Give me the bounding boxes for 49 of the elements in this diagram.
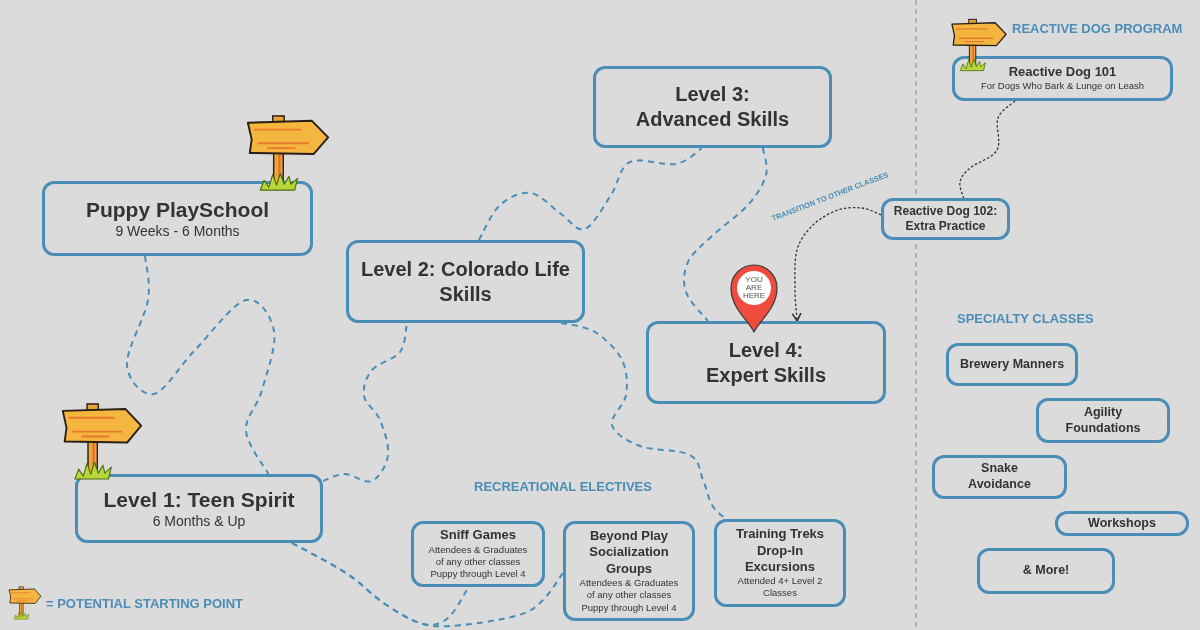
- class-box: [977, 548, 1115, 594]
- class-box: [411, 521, 545, 587]
- pin-label: YOU ARE HERE: [741, 276, 767, 300]
- dashed-trail-line: [560, 322, 727, 520]
- class-detail: For Dogs Who Bark & Lunge on Leash: [980, 80, 1145, 93]
- class-box: [881, 198, 1010, 240]
- section-heading: RECREATIONAL ELECTIVES: [474, 479, 652, 495]
- class-title: Reactive Dog 102: Extra Practice: [892, 204, 999, 234]
- dashed-trail-line: [126, 255, 276, 475]
- class-title: & More!: [1022, 563, 1070, 579]
- class-title: Level 4: Expert Skills: [704, 337, 828, 388]
- class-title: Workshops: [1088, 515, 1156, 532]
- class-box: [75, 474, 323, 543]
- class-title: Sniff Games: [440, 527, 516, 544]
- class-detail: Puppy through Level 4: [430, 568, 526, 581]
- legend-label: = POTENTIAL STARTING POINT: [46, 596, 244, 612]
- class-title: Training Treks Drop-In Excursions: [734, 526, 826, 576]
- class-title: Level 3: Advanced Skills: [634, 82, 791, 132]
- class-box: [714, 519, 846, 607]
- class-detail: Attended 4+ Level 2 Classes: [736, 575, 824, 600]
- class-detail: Attendees & Graduates of any other classes: [427, 543, 529, 569]
- class-box: [932, 455, 1067, 499]
- class-title: Snake Avoidance: [967, 461, 1032, 493]
- class-box: [952, 56, 1173, 101]
- class-box: [946, 343, 1078, 386]
- class-box: [563, 521, 695, 621]
- dashed-trail-line: [477, 147, 703, 241]
- class-box: [646, 321, 886, 404]
- class-box: [1036, 398, 1170, 443]
- class-title: Level 1: Teen Spirit: [103, 486, 295, 513]
- class-title: Agility Foundations: [1064, 404, 1142, 437]
- dashed-trail-line: [683, 147, 768, 322]
- section-heading: REACTIVE DOG PROGRAM: [1012, 21, 1183, 37]
- class-title: Puppy PlaySchool: [85, 196, 270, 223]
- dashed-arrow: [791, 206, 882, 322]
- class-detail: Attendees & Graduates of any other classes: [578, 576, 680, 602]
- section-heading: SPECIALTY CLASSES: [957, 311, 1094, 327]
- class-box: [346, 240, 585, 323]
- dashed-trail-line: [959, 100, 1016, 199]
- class-box: [593, 66, 832, 148]
- class-detail: 9 Weeks - 6 Months: [115, 222, 240, 241]
- class-title: Beyond Play Socialization Groups: [588, 528, 670, 577]
- class-title: Level 2: Colorado Life Skills: [360, 256, 571, 307]
- class-detail: 6 Months & Up: [152, 512, 246, 531]
- class-box: [42, 181, 313, 256]
- class-title: Reactive Dog 101: [1008, 64, 1117, 81]
- class-title: Brewery Manners: [959, 356, 1065, 373]
- class-detail: Puppy through Level 4: [581, 601, 677, 614]
- class-box: [1055, 511, 1189, 536]
